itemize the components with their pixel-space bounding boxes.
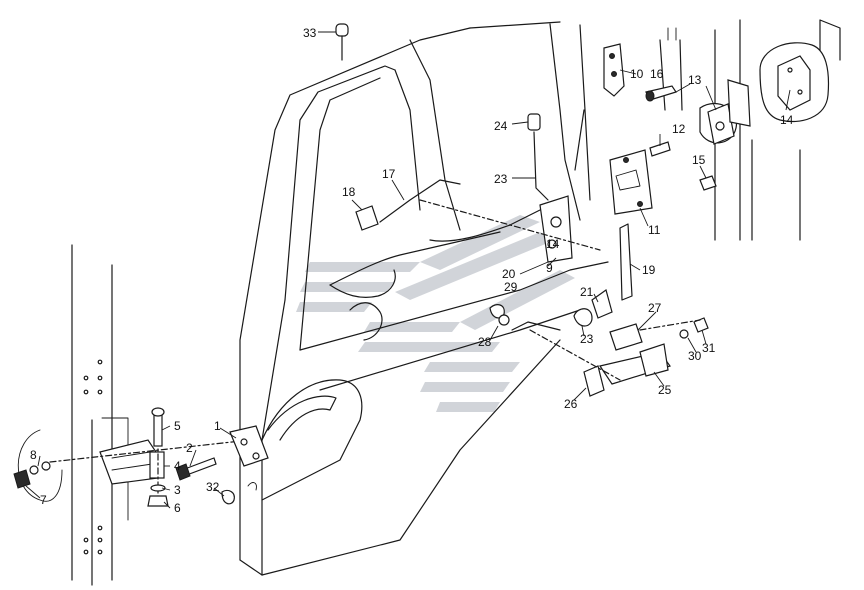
- label-1: 1: [214, 419, 221, 433]
- detail-circle: [17, 429, 63, 502]
- label-2: 2: [186, 441, 193, 455]
- label-23-upper: 23: [494, 172, 508, 186]
- part-labels: 33 10 16 13 14 12 15 11 24 23 17 18 14 1…: [30, 26, 794, 515]
- label-16: 16: [650, 67, 664, 81]
- label-23-lower: 23: [580, 332, 594, 346]
- label-27: 27: [648, 301, 662, 315]
- label-13: 13: [688, 73, 702, 87]
- label-6: 6: [174, 501, 181, 515]
- hinge-assembly: [13, 407, 251, 507]
- label-29: 29: [504, 280, 518, 294]
- label-30: 30: [688, 349, 702, 363]
- label-7: 7: [40, 493, 47, 507]
- label-32: 32: [206, 480, 220, 494]
- label-18: 18: [342, 185, 356, 199]
- label-21: 21: [580, 285, 594, 299]
- label-10: 10: [630, 67, 644, 81]
- left-pillar: [71, 244, 129, 586]
- door-hardware: [221, 23, 461, 505]
- label-25: 25: [658, 383, 672, 397]
- leader-lines: [25, 31, 791, 509]
- label-19: 19: [642, 263, 656, 277]
- label-14-lower: 14: [546, 237, 560, 251]
- label-8: 8: [30, 448, 37, 462]
- right-body: [659, 19, 841, 241]
- label-20: 20: [502, 267, 516, 281]
- label-5: 5: [174, 419, 181, 433]
- label-3: 3: [174, 483, 181, 497]
- door-panel: [239, 21, 609, 576]
- label-9: 9: [546, 261, 553, 275]
- label-26: 26: [564, 397, 578, 411]
- label-14: 14: [780, 113, 794, 127]
- lock-parts: [419, 43, 751, 397]
- label-4: 4: [174, 459, 181, 473]
- label-11: 11: [648, 223, 661, 237]
- watermark-logo: [296, 215, 575, 412]
- label-17: 17: [382, 167, 396, 181]
- label-24: 24: [494, 119, 508, 133]
- label-28: 28: [478, 335, 492, 349]
- label-15: 15: [692, 153, 706, 167]
- label-31: 31: [702, 341, 716, 355]
- label-33: 33: [303, 26, 317, 40]
- label-12: 12: [672, 122, 686, 136]
